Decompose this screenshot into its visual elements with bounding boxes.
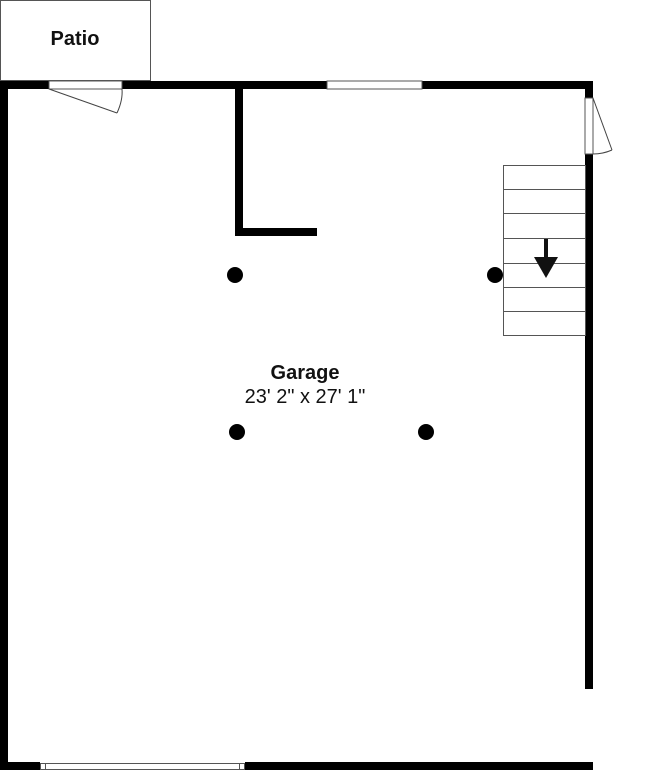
column-dot — [227, 267, 243, 283]
garage-label: Garage — [270, 362, 340, 384]
stairs — [503, 165, 586, 336]
stairs-down-arrow-icon — [534, 239, 558, 278]
columns — [227, 267, 503, 440]
window-top — [326, 80, 423, 90]
patio-door[interactable] — [48, 80, 123, 114]
column-dot — [487, 267, 503, 283]
column-dot — [229, 424, 245, 440]
patio-label: Patio — [50, 28, 100, 50]
garage-door[interactable] — [40, 763, 245, 770]
column-dot — [418, 424, 434, 440]
side-door[interactable] — [584, 97, 613, 155]
exterior-walls — [0, 81, 593, 770]
garage-dimensions: 23' 2" x 27' 1" — [244, 386, 366, 408]
interior-wall — [235, 86, 317, 236]
